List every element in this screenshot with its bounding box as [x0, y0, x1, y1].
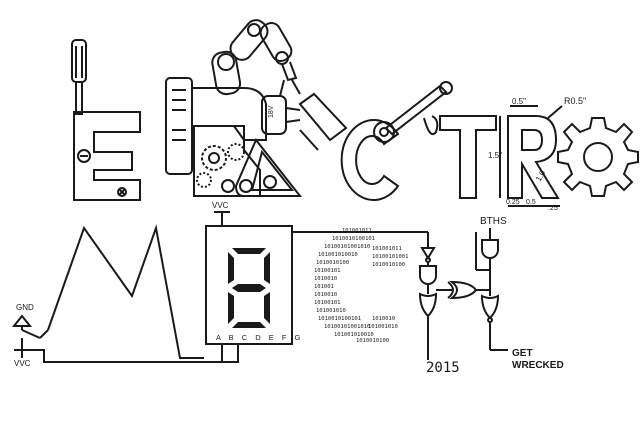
binary-row: 101001: [314, 284, 334, 290]
binary-row: 10100101: [314, 300, 341, 306]
power-drill-icon: 18V: [165, 77, 301, 175]
dim-radius: R0.5": [564, 96, 586, 106]
dim-bottom-b: 0.5: [526, 199, 536, 206]
vcc-symbol-bottom: VVC: [14, 338, 239, 368]
binary-row: 1010010100101: [332, 236, 375, 242]
letter-t-outline: [439, 115, 497, 199]
dim-bottom-c: .25: [548, 205, 558, 212]
binary-row: 1010010100: [316, 260, 349, 266]
wrench-icon: [373, 81, 453, 143]
m-waveform: [39, 224, 204, 359]
logic-gate-circuit: BTHS: [418, 216, 508, 360]
screwdriver-icon: [71, 39, 87, 115]
team-label: BTHS: [480, 216, 507, 227]
binary-row: 1010010100: [372, 262, 405, 268]
vcc-bottom-label: VVC: [14, 359, 31, 368]
dimension-annotations: 0.5" R0.5" 1.5" 0.25 0.5 .25 1.0: [488, 96, 586, 212]
letter-r-outline: [507, 115, 560, 199]
binary-row: 101001011: [372, 246, 402, 252]
year-label: 2015: [426, 360, 460, 376]
gearbox-icon: [193, 125, 261, 197]
binary-row: 101001011: [342, 228, 372, 234]
binary-row: 101001010: [368, 324, 398, 330]
dim-width-top: 0.5": [512, 97, 526, 106]
binary-row: 101001010010: [334, 332, 374, 338]
dim-diag: 1.0: [534, 168, 548, 183]
letter-e-outline: [73, 111, 141, 201]
binary-row: 101001010: [316, 308, 346, 314]
binary-row: 10100101001: [372, 254, 408, 260]
seven-segment-display: VVC A B C D E F G: [205, 201, 429, 362]
slogan-line-2: WRECKED: [512, 360, 564, 371]
gnd-symbol: GND: [11, 303, 41, 339]
binary-text-c: 101001011 1010010100101 10100101001010 1…: [314, 228, 408, 344]
robot-arm-icon: [211, 19, 301, 97]
binary-row: 1010010100101: [318, 316, 361, 322]
gnd-label: GND: [16, 303, 34, 312]
letter-o-gear-icon: [557, 117, 639, 197]
dim-bottom-a: 0.25: [506, 199, 520, 206]
binary-row: 1010010: [314, 292, 337, 298]
tank-track-icon: [234, 138, 303, 197]
binary-row: 1010010: [372, 316, 395, 322]
binary-row: 1010010100: [356, 338, 389, 344]
battery-label: 18V: [268, 105, 275, 118]
vcc-top-label: VVC: [212, 201, 229, 210]
binary-row: 10100101001010: [324, 244, 370, 250]
letter-c-outline: [340, 119, 400, 201]
segment-pin-labels: A B C D E F G: [216, 333, 303, 342]
slogan-line-1: GET: [512, 348, 533, 359]
binary-row: 10100101001010: [324, 324, 370, 330]
letter-k-outline: [298, 92, 348, 151]
binary-row: 10100101: [314, 268, 341, 274]
binary-row: 101001010010: [318, 252, 358, 258]
dim-height: 1.5": [488, 151, 502, 160]
binary-row: 1010010: [314, 276, 337, 282]
